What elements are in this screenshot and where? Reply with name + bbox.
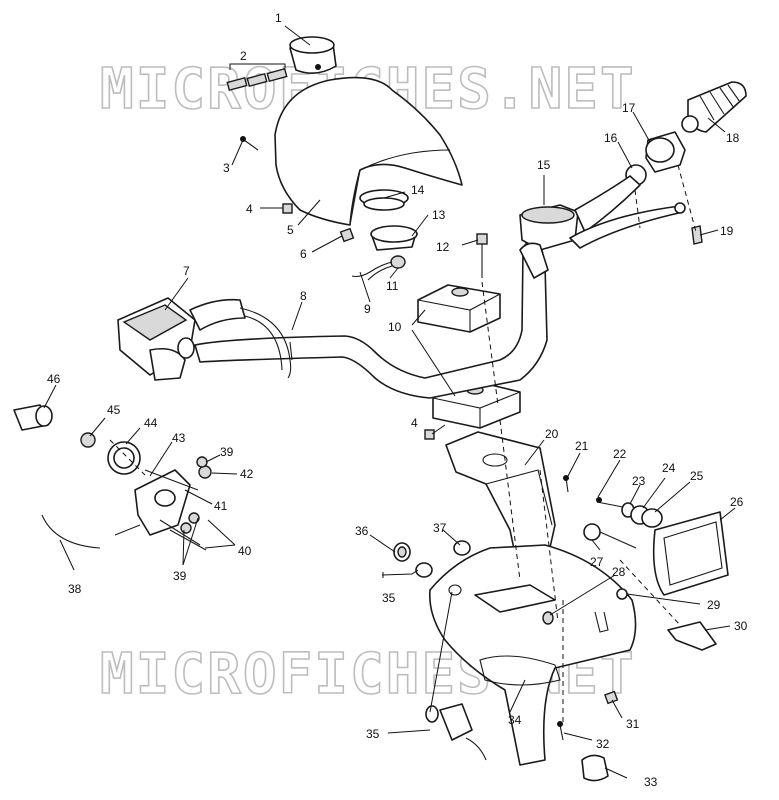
callout-20: 20	[545, 427, 559, 441]
alignment-lines	[109, 164, 697, 722]
part-26-headlight	[652, 511, 729, 596]
callout-43: 43	[172, 431, 186, 445]
callout-35-repeat: 35	[382, 591, 396, 605]
callout-23: 23	[632, 474, 646, 488]
callout-6: 6	[300, 247, 307, 261]
part-7-master-cylinder	[117, 297, 292, 381]
part-25-nut	[641, 508, 663, 528]
callout-42: 42	[240, 467, 254, 481]
callout-27: 27	[590, 555, 604, 569]
callout-33: 33	[644, 775, 658, 789]
callout-7: 7	[183, 264, 190, 278]
callout-25: 25	[690, 469, 704, 483]
part-43-caliper-plate	[134, 469, 191, 536]
callout-21: 21	[575, 439, 589, 453]
part-17-throttle-housing	[645, 131, 686, 173]
part-41-bolt	[144, 469, 199, 491]
callout-38: 38	[68, 582, 82, 596]
callout-5: 5	[287, 223, 294, 237]
part-36-knob	[393, 542, 411, 562]
part-30-switch	[667, 621, 717, 651]
callout-36: 36	[355, 524, 369, 538]
callout-labels: 1 2 3 4 5 6 7 8 9 10 11 12 13 14 15 16 1…	[47, 11, 748, 789]
callout-17: 17	[622, 101, 636, 115]
callout-39-repeat: 39	[220, 445, 234, 459]
part-18-grip	[681, 81, 747, 133]
callout-26: 26	[730, 495, 744, 509]
callout-24: 24	[662, 461, 676, 475]
callout-39: 39	[173, 569, 187, 583]
part-13-bezel	[370, 225, 418, 251]
part-4-clip-lower	[424, 429, 435, 440]
callout-4-repeat: 4	[411, 416, 418, 430]
part-33-clamp	[581, 754, 609, 782]
part-27-gear	[583, 523, 637, 549]
callout-12: 12	[436, 240, 450, 254]
callout-9: 9	[364, 302, 371, 316]
part-32-screw	[557, 721, 564, 741]
part-45-nut	[80, 432, 96, 448]
part-5-cover	[274, 76, 463, 243]
part-40-bolts	[114, 519, 207, 551]
part-38-hose	[41, 514, 101, 549]
part-29-o-ring	[616, 588, 628, 600]
callout-8: 8	[300, 289, 307, 303]
part-1-cap	[289, 36, 337, 74]
callout-2: 2	[240, 49, 247, 63]
part-19-screw	[691, 225, 703, 245]
callout-29: 29	[707, 598, 721, 612]
part-42-nut	[198, 465, 212, 479]
part-44-seal	[107, 441, 141, 475]
callout-3: 3	[223, 161, 230, 175]
part-46-cylinder	[13, 404, 53, 431]
callout-40: 40	[238, 544, 252, 558]
part-2-clips	[226, 63, 288, 92]
part-34-lower-cover	[428, 544, 637, 766]
callout-28: 28	[612, 565, 626, 579]
part-15-brake-master	[519, 204, 579, 279]
brake-lever	[569, 175, 686, 249]
callout-10: 10	[388, 320, 402, 334]
part-4-clip-upper	[282, 203, 293, 214]
part-12-bolt	[476, 233, 488, 278]
part-10-upper-clamp	[417, 284, 501, 333]
callout-18: 18	[726, 131, 740, 145]
callout-46: 46	[47, 372, 61, 386]
callout-31: 31	[626, 717, 640, 731]
callout-44: 44	[144, 416, 158, 430]
callout-34: 34	[508, 713, 522, 727]
callout-4: 4	[246, 202, 253, 216]
callout-15: 15	[537, 158, 551, 172]
callout-13: 13	[432, 208, 446, 222]
callout-37: 37	[433, 521, 447, 535]
part-21-screw	[563, 475, 569, 493]
part-3-screw	[240, 136, 259, 151]
callout-22: 22	[613, 447, 627, 461]
callout-35: 35	[366, 727, 380, 741]
callout-11: 11	[386, 279, 399, 293]
callout-14: 14	[411, 183, 425, 197]
part-11-bulb-socket	[351, 255, 406, 281]
callout-16: 16	[604, 131, 618, 145]
part-37-bushing	[453, 540, 471, 556]
callout-19: 19	[720, 224, 734, 238]
leader-lines	[43, 25, 736, 779]
part-35-switch-assembly	[425, 703, 487, 761]
callout-1: 1	[275, 11, 282, 25]
callout-45: 45	[107, 403, 121, 417]
callout-41: 41	[214, 499, 228, 513]
callout-30: 30	[734, 619, 748, 633]
part-35-nut	[415, 562, 433, 578]
callout-32: 32	[596, 737, 610, 751]
